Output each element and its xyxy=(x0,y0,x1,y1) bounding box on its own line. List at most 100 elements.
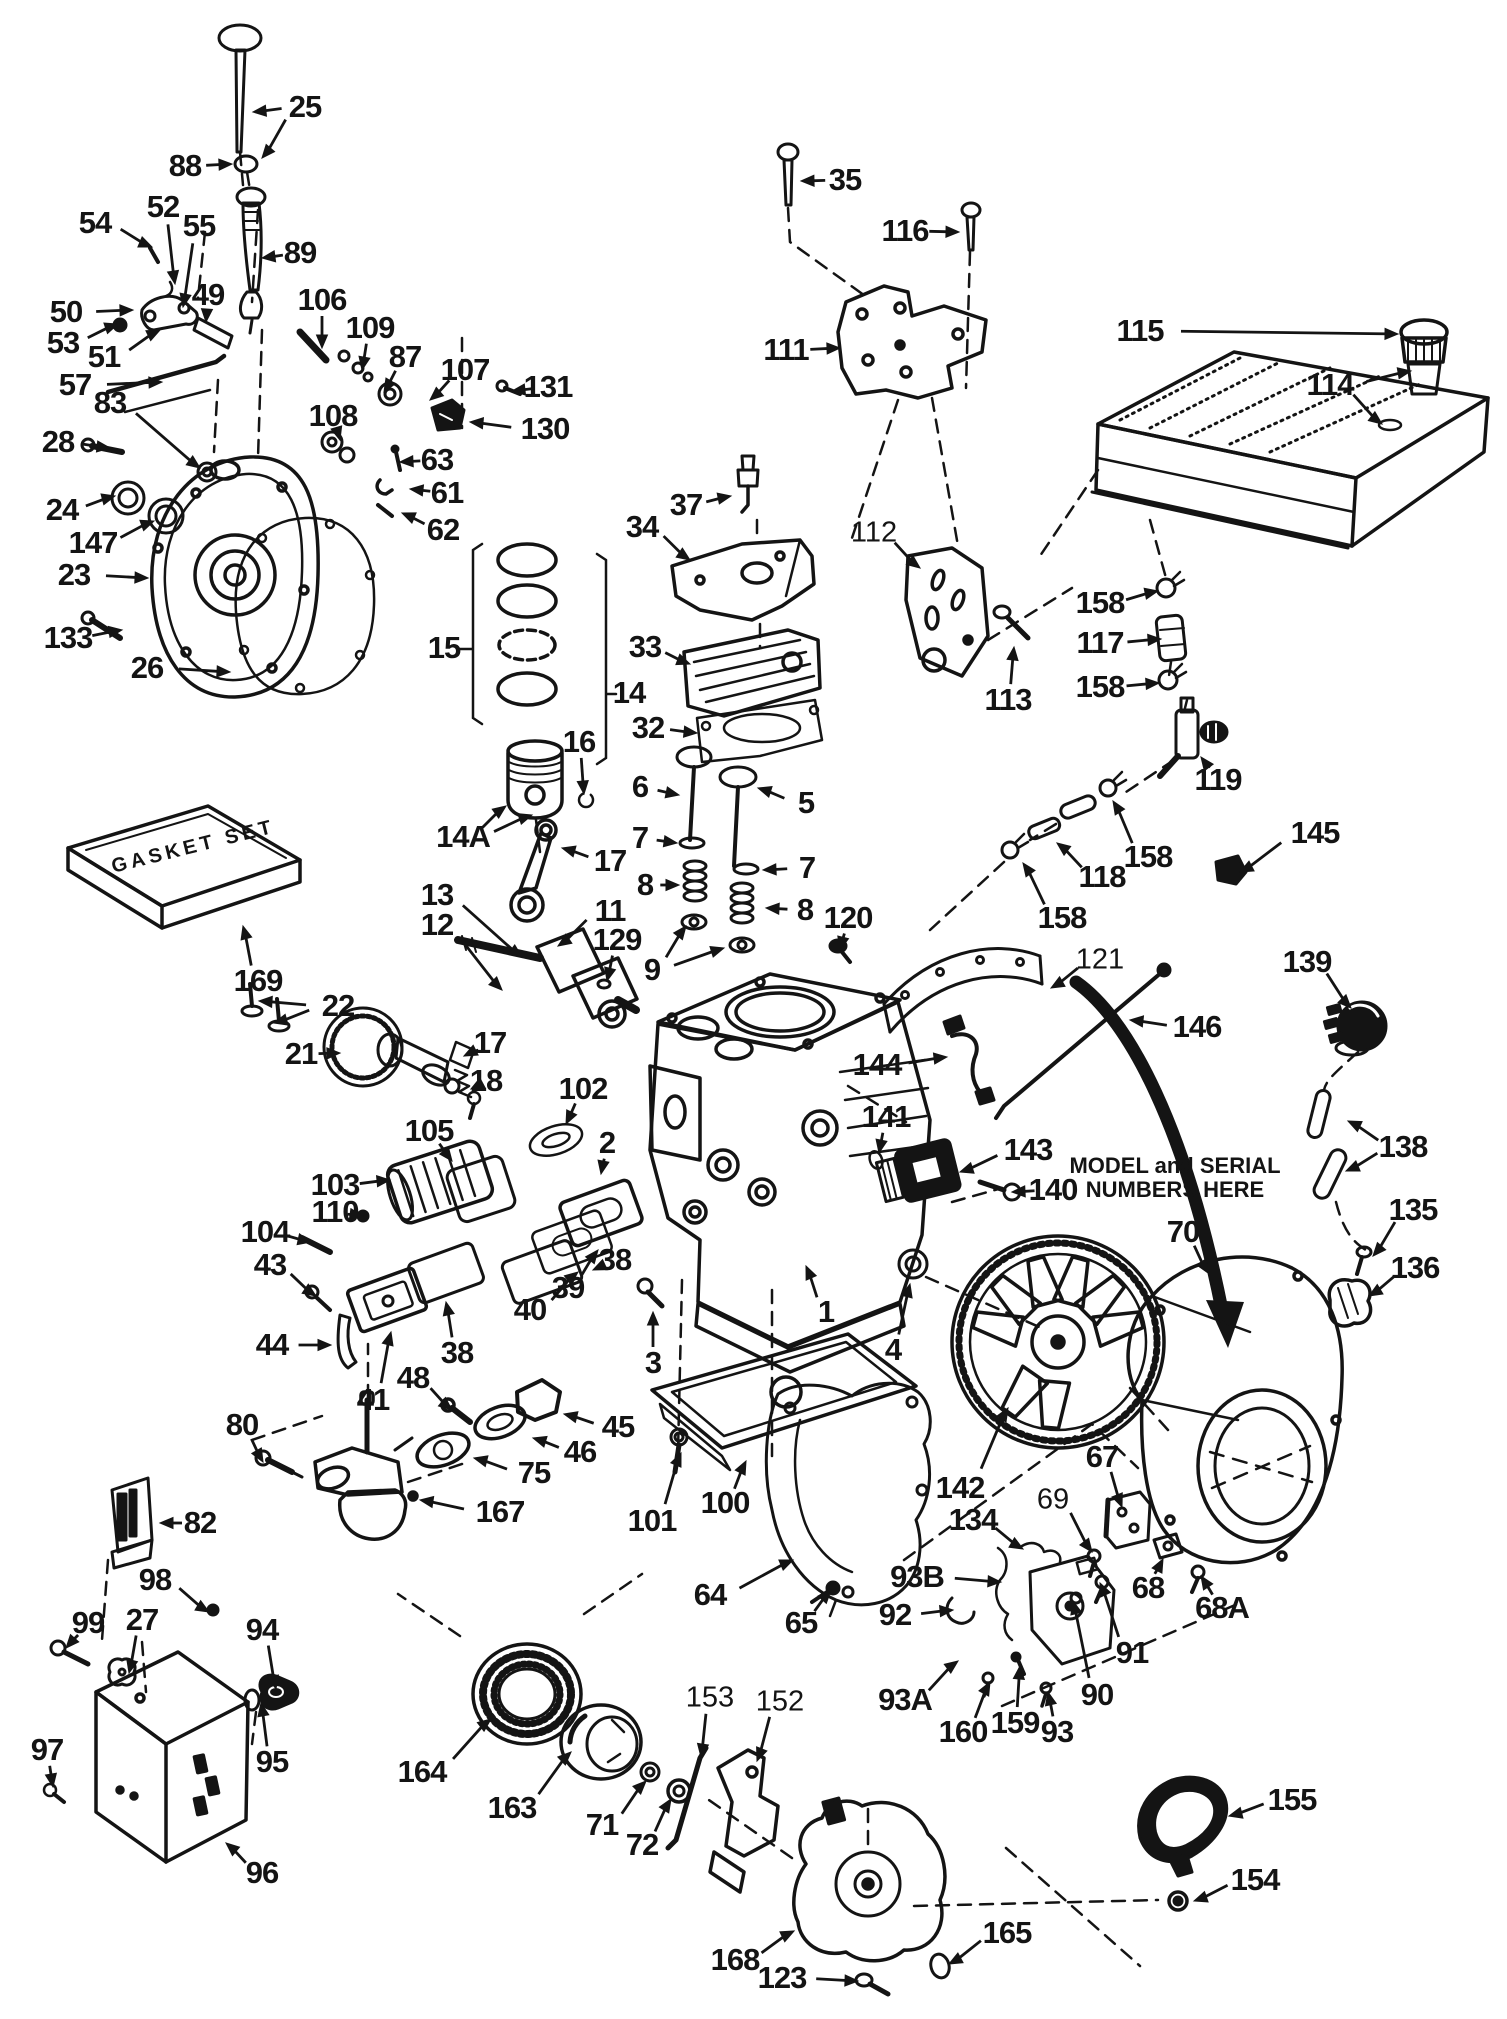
leader-arrowhead-158 xyxy=(1112,799,1126,816)
leader-arrowhead-17 xyxy=(462,1044,479,1057)
part-label-33: 33 xyxy=(628,629,662,664)
leader-arrowhead-34 xyxy=(675,547,692,561)
leader-arrowhead-95 xyxy=(257,1701,270,1718)
leader-arrowhead-115 xyxy=(1384,327,1400,341)
bracket-line-15 xyxy=(456,542,484,726)
part-label-61: 61 xyxy=(430,475,464,510)
leader-arrow-152 xyxy=(758,1716,772,1753)
part-label-41: 41 xyxy=(356,1382,390,1417)
alignment-dashes xyxy=(100,150,1368,1968)
part-label-24: 24 xyxy=(45,492,79,527)
breather-stack-38-39-40 xyxy=(345,1178,644,1334)
part-label-121: 121 xyxy=(1075,943,1125,976)
leader-arrowhead-25 xyxy=(261,143,276,159)
part-label-35: 35 xyxy=(828,162,862,197)
leader-arrowhead-120 xyxy=(837,935,850,952)
leader-arrowhead-164 xyxy=(476,1718,493,1733)
leader-arrowhead-80 xyxy=(250,1447,264,1464)
leader-arrow-13 xyxy=(461,904,516,953)
part-label-164: 164 xyxy=(397,1754,448,1789)
part-label-146: 146 xyxy=(1172,1009,1223,1044)
leader-arrowhead-114 xyxy=(1367,410,1384,425)
leader-arrow-69 xyxy=(1069,1512,1088,1546)
leader-arrowhead-5 xyxy=(756,786,773,798)
part-label-139: 139 xyxy=(1282,944,1333,979)
part-label-28: 28 xyxy=(41,424,75,459)
bolt-35 xyxy=(776,142,800,207)
ground-wire-144 xyxy=(942,1014,996,1106)
fuel-hoses-118 xyxy=(1000,770,1128,860)
part-label-23: 23 xyxy=(57,557,91,592)
leader-arrowhead-105 xyxy=(438,1146,453,1163)
leader-arrow-9 xyxy=(664,932,682,959)
leader-arrow-158 xyxy=(1116,808,1134,844)
deflector-82 xyxy=(110,1476,154,1570)
bolt-133 xyxy=(80,610,123,641)
leader-arrow-154 xyxy=(1201,1883,1229,1900)
leader-arrow-101 xyxy=(663,1460,679,1505)
part-label-143: 143 xyxy=(1003,1132,1054,1167)
gasket-set-box-169 xyxy=(66,804,302,930)
piston-rings-15 xyxy=(496,542,558,707)
leader-arrowhead-41 xyxy=(381,1330,394,1347)
leader-arrow-95 xyxy=(261,1711,269,1747)
leader-arrowhead-43 xyxy=(301,1283,318,1297)
bolt-99 xyxy=(49,1639,91,1667)
part-label-106: 106 xyxy=(297,282,348,317)
leader-arrowhead-13 xyxy=(507,943,524,958)
fuel-filter-line xyxy=(1154,570,1229,779)
part-label-39: 39 xyxy=(551,1270,585,1305)
leader-arrowhead-163 xyxy=(556,1751,572,1766)
leader-arrowhead-52 xyxy=(166,269,180,286)
leader-arrow-94 xyxy=(266,1645,276,1681)
part-label-134: 134 xyxy=(948,1502,999,1537)
model-serial-note: MODEL and SERIAL NUMBERS HERE xyxy=(1046,1154,1304,1202)
pin-141 xyxy=(868,1150,884,1170)
leader-arrow-52 xyxy=(166,224,176,276)
part-label-21: 21 xyxy=(284,1036,318,1071)
leader-arrowhead-91 xyxy=(1099,1581,1112,1598)
leader-arrowhead-131 xyxy=(510,383,527,396)
part-label-38: 38 xyxy=(440,1335,474,1370)
bolt-116 xyxy=(960,201,982,252)
part-label-72: 72 xyxy=(625,1827,659,1862)
part-label-38: 38 xyxy=(598,1242,632,1277)
muffler-box-96 xyxy=(94,1650,250,1864)
part-label-168: 168 xyxy=(710,1942,761,1977)
part-label-99: 99 xyxy=(71,1605,105,1640)
leader-arrow-159 xyxy=(1015,1674,1021,1708)
leader-arrowhead-63 xyxy=(398,455,414,468)
leader-arrowhead-39 xyxy=(584,1248,599,1265)
dipstick-89 xyxy=(235,186,267,335)
part-label-116: 116 xyxy=(881,213,929,248)
part-label-160: 160 xyxy=(938,1714,989,1749)
leader-arrowhead-158 xyxy=(1022,861,1036,878)
part-label-62: 62 xyxy=(426,512,460,547)
leader-arrowhead-158 xyxy=(1145,677,1161,691)
part-label-94: 94 xyxy=(245,1612,279,1647)
leader-arrowhead-8 xyxy=(665,878,681,892)
part-label-37: 37 xyxy=(669,487,703,522)
leader-arrowhead-168 xyxy=(779,1930,796,1943)
recoil-starter-168 xyxy=(792,1796,947,1963)
leader-arrowhead-90 xyxy=(1070,1599,1083,1616)
leader-arrow-93B xyxy=(954,1576,993,1583)
part-label-158: 158 xyxy=(1123,839,1174,874)
part-label-67: 67 xyxy=(1085,1439,1119,1474)
leader-arrow-114 xyxy=(1352,393,1376,420)
leader-arrowhead-107 xyxy=(429,386,445,401)
part-label-102: 102 xyxy=(558,1071,609,1106)
leader-arrowhead-106 xyxy=(315,334,329,350)
bolt-3 xyxy=(636,1277,665,1309)
part-label-11: 11 xyxy=(594,893,627,928)
bolt-113 xyxy=(992,604,1031,641)
leader-arrowhead-35 xyxy=(799,174,815,187)
part-label-32: 32 xyxy=(631,710,665,745)
leader-arrowhead-18 xyxy=(469,1077,486,1090)
leader-arrowhead-140 xyxy=(1010,1185,1026,1198)
part-label-120: 120 xyxy=(823,900,874,935)
part-label-34: 34 xyxy=(625,509,659,544)
leader-arrowhead-144 xyxy=(932,1052,949,1065)
leader-arrowhead-55 xyxy=(179,292,192,309)
